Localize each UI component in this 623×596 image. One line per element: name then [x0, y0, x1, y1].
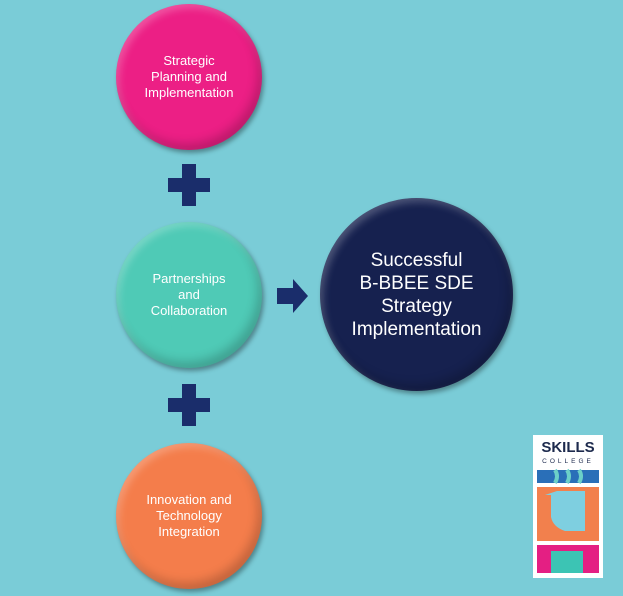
svg-text:COLLEGE: COLLEGE	[542, 458, 594, 465]
svg-text:SKILLS: SKILLS	[541, 439, 594, 456]
skills-college-logo: SKILLS COLLEGE	[533, 435, 603, 578]
plus-icon	[168, 164, 210, 206]
node-label: Partnerships and Collaboration	[150, 271, 228, 318]
plus-icon	[168, 384, 210, 426]
partnerships-circle: Partnerships and Collaboration	[116, 222, 262, 368]
arrow-right-icon	[277, 279, 308, 313]
successful-implementation-circle: Successful B-BBEE SDE Strategy Implement…	[320, 198, 513, 391]
strategic-planning-circle: Strategic Planning and Implementation	[116, 4, 262, 150]
innovation-circle: Innovation and Technology Integration	[116, 443, 262, 589]
node-label: Strategic Planning and Implementation	[144, 53, 234, 100]
result-label: Successful B-BBEE SDE Strategy Implement…	[351, 249, 482, 340]
node-label: Innovation and Technology Integration	[146, 492, 232, 539]
